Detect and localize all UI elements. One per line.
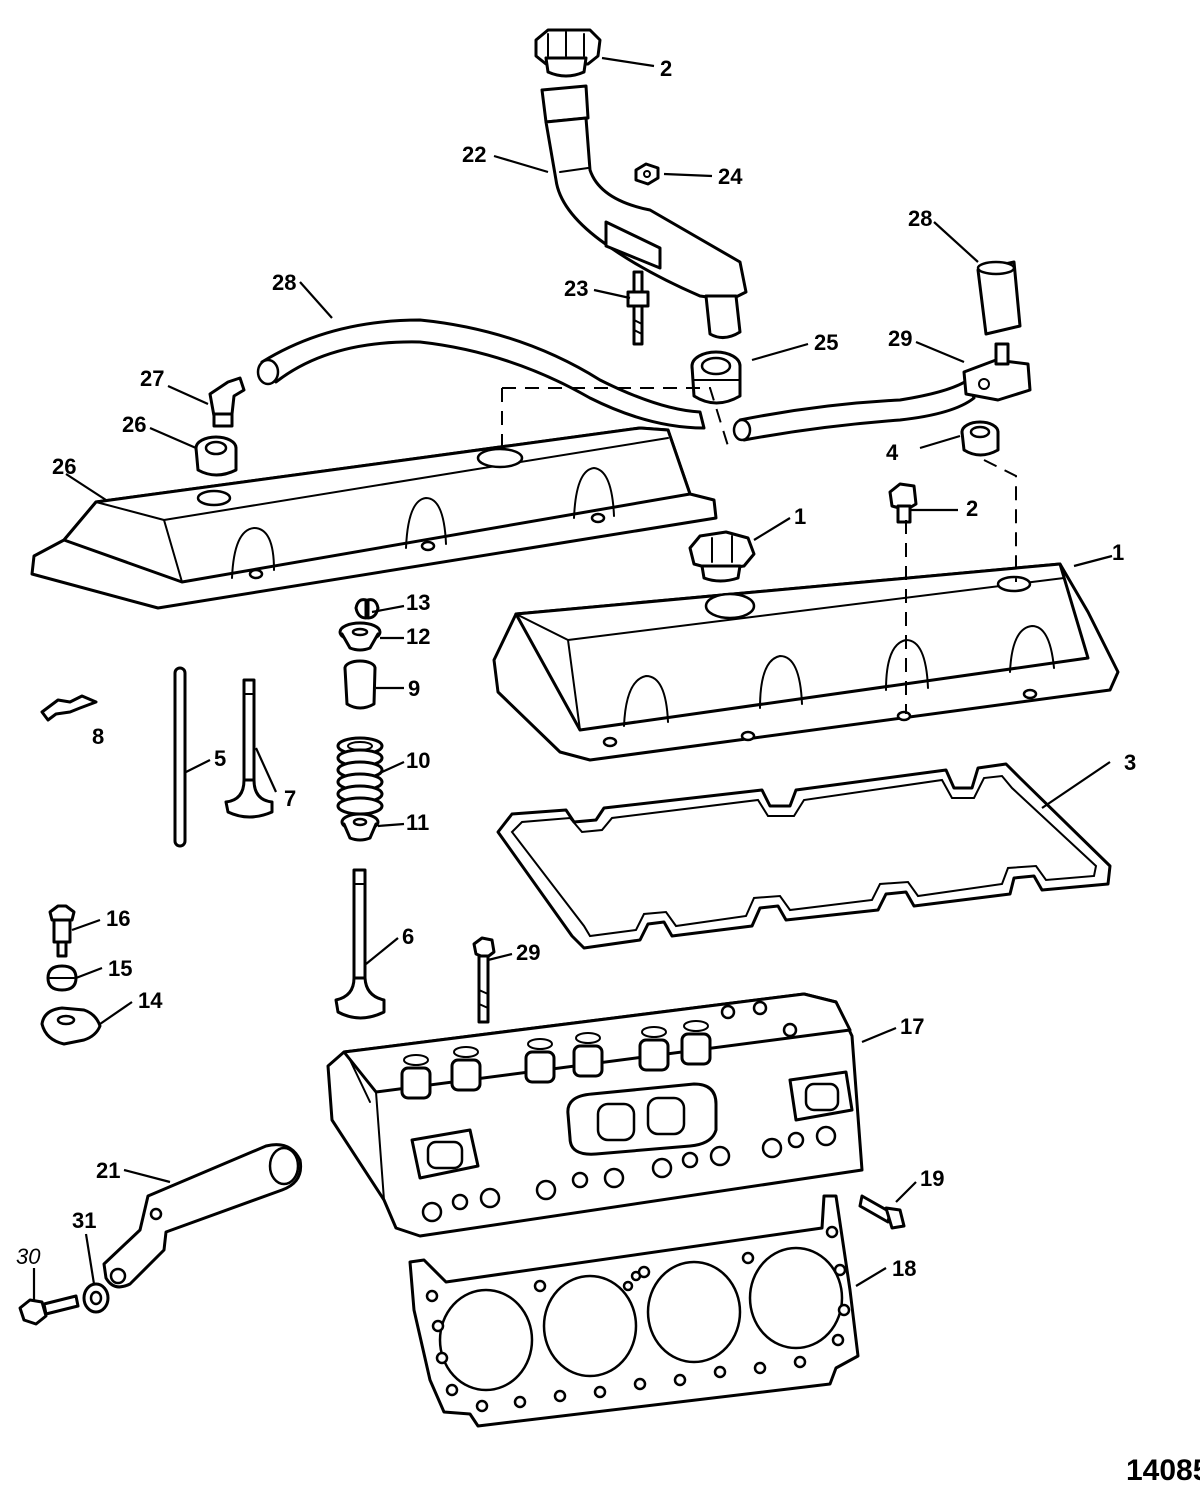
figure-number: 14085 xyxy=(1126,1454,1200,1487)
callout-23: 23 xyxy=(564,276,588,301)
spring-retainer xyxy=(338,621,382,652)
callout-1-left: 26 xyxy=(52,454,76,479)
callout-24: 24 xyxy=(718,164,743,189)
callout-5: 5 xyxy=(214,746,226,771)
callout-21: 21 xyxy=(96,1158,120,1183)
breather-hose-right xyxy=(732,378,976,442)
elbow-fitting xyxy=(208,376,246,428)
callout-28-hose: 28 xyxy=(272,270,296,295)
alignment-lines xyxy=(501,387,1017,714)
grommet-right xyxy=(960,420,1000,457)
oil-filler-cap-cover xyxy=(688,530,756,583)
rocker-arm xyxy=(40,1006,102,1046)
oil-filler-tube xyxy=(540,84,748,339)
callout-2-cover: 1 xyxy=(794,504,806,529)
head-bolt xyxy=(472,936,496,1024)
lifting-bracket xyxy=(102,1143,303,1289)
bracket-bolt xyxy=(18,1294,80,1326)
valve-cover-left xyxy=(30,426,718,610)
cover-bolt xyxy=(888,482,918,524)
callout-12: 12 xyxy=(406,624,430,649)
callout-30: 30 xyxy=(16,1244,41,1269)
leader-lines xyxy=(32,56,1113,1300)
head-bolt-short xyxy=(858,1194,906,1230)
callout-4: 2 xyxy=(966,496,978,521)
grommet-adapter xyxy=(690,350,742,405)
rocker-arm-stud xyxy=(48,904,76,958)
valve-rotator xyxy=(340,812,380,842)
callout-9: 9 xyxy=(408,676,420,701)
callout-19: 19 xyxy=(920,1166,944,1191)
callout-7: 7 xyxy=(284,786,296,811)
callout-1-right: 1 xyxy=(1112,540,1124,565)
callout-22: 22 xyxy=(462,142,486,167)
hose-section-short xyxy=(976,260,1022,336)
callout-13: 13 xyxy=(406,590,430,615)
callout-8: 8 xyxy=(92,724,104,749)
callout-29-pcv: 29 xyxy=(888,326,912,351)
cylinder-head xyxy=(326,992,864,1238)
callout-2-cap: 2 xyxy=(660,56,672,81)
callout-28-short: 28 xyxy=(908,206,932,231)
exhaust-valve xyxy=(224,678,274,819)
head-gasket xyxy=(408,1194,860,1428)
rocker-ball xyxy=(46,964,78,992)
valve-spring xyxy=(336,736,384,816)
callout-15: 15 xyxy=(108,956,132,981)
pushrod xyxy=(173,666,187,848)
valve-seal xyxy=(343,659,377,710)
pcv-valve xyxy=(962,342,1032,402)
callout-labels: 2 22 24 28 28 23 25 29 27 26 26 1 1 2 4 … xyxy=(16,56,1136,1281)
callout-18: 18 xyxy=(892,1256,916,1281)
callout-14: 14 xyxy=(138,988,163,1013)
callout-25: 25 xyxy=(814,330,838,355)
valve-keepers xyxy=(354,598,380,620)
oil-filler-cap-top xyxy=(534,28,602,78)
callout-11: 11 xyxy=(406,810,429,835)
callout-6: 6 xyxy=(402,924,414,949)
small-nut xyxy=(634,162,660,186)
valve-cover-gasket xyxy=(496,762,1112,950)
grommet-left xyxy=(194,435,238,477)
callout-27: 27 xyxy=(140,366,164,391)
wire-clip xyxy=(40,694,98,722)
callout-16: 16 xyxy=(106,906,130,931)
intake-valve xyxy=(334,868,386,1020)
callout-10: 10 xyxy=(406,748,430,773)
callout-17: 17 xyxy=(900,1014,924,1039)
breather-hose-long xyxy=(256,318,706,430)
flat-washer xyxy=(82,1282,110,1314)
stud-bolt xyxy=(626,270,650,346)
callout-26-right: 4 xyxy=(886,440,899,465)
callout-29-bolt: 29 xyxy=(516,940,540,965)
callout-3: 3 xyxy=(1124,750,1136,775)
head-valve-springs xyxy=(400,1020,712,1100)
valve-cover-right xyxy=(492,562,1120,762)
callout-26-left: 26 xyxy=(122,412,146,437)
callout-31: 31 xyxy=(72,1208,96,1233)
